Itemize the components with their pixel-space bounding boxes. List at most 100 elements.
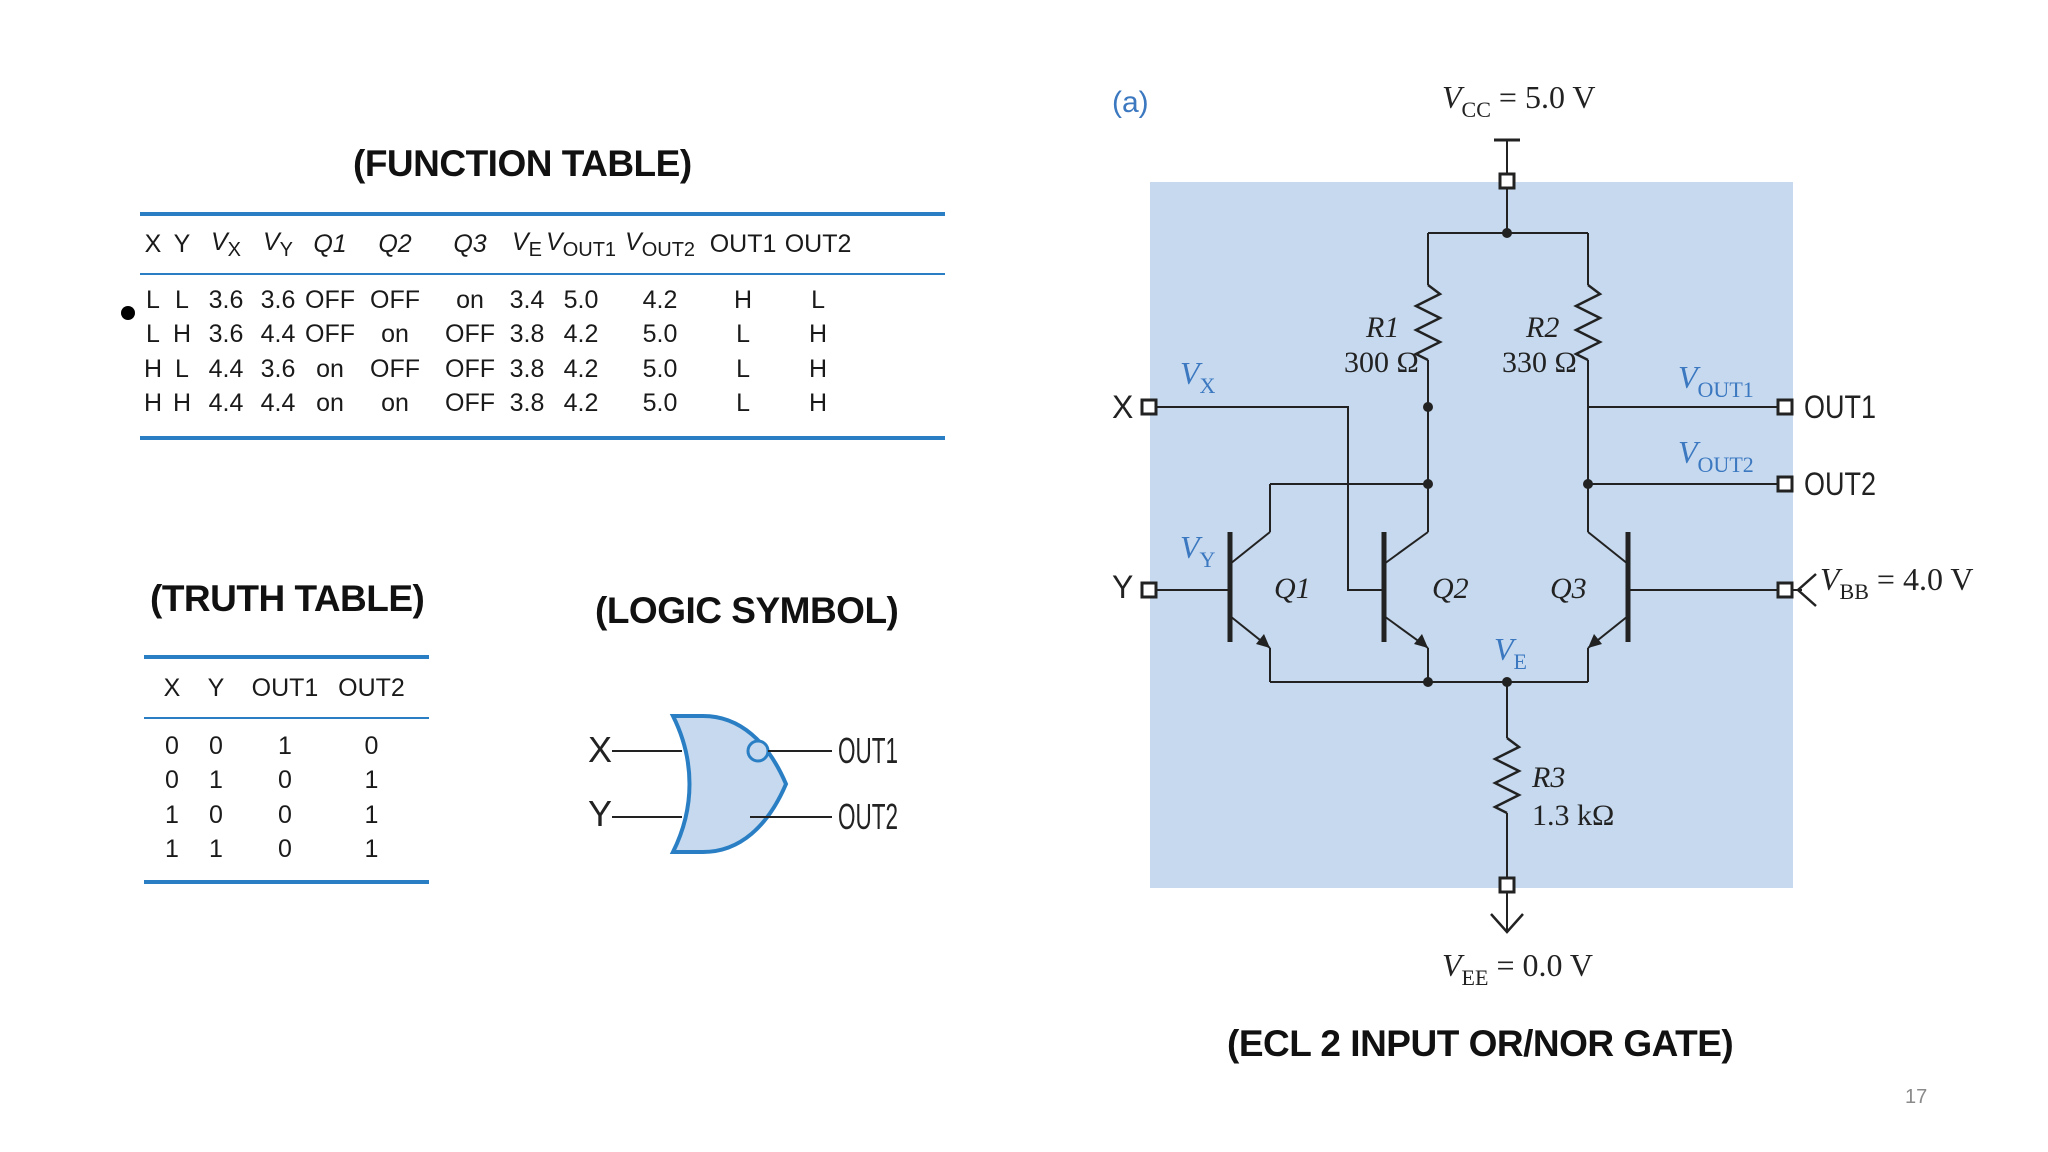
col-header-q1: Q1 [313, 230, 347, 258]
y-terminal-label: Y [1112, 569, 1133, 605]
table-cell: 5.0 [563, 285, 599, 314]
table-cell: L [736, 388, 750, 417]
table-cell: OFF [445, 320, 495, 348]
table-cell: H [172, 320, 192, 348]
ecl-schematic: (a) VCC = 5.0 V R1 300 Ω R2 330 Ω OUT1 V… [1112, 79, 1973, 990]
q2-transistor [1381, 484, 1429, 682]
r1-name: R1 [1365, 311, 1399, 344]
table-cell: 4.4 [208, 354, 244, 383]
col-header-vy: VY [262, 227, 294, 261]
junction-dot [1502, 228, 1512, 238]
table-cell: 5.0 [642, 388, 678, 417]
q3-label: Q3 [1550, 572, 1587, 605]
table-cell: L [175, 285, 189, 314]
table-cell: on [381, 320, 409, 348]
table-cell: 1 [165, 800, 179, 829]
table-cell: L [736, 320, 750, 348]
table-cell: 4.2 [642, 285, 678, 314]
logic-symbol-heading: (LOGIC SYMBOL) [595, 590, 899, 631]
table-cell: 4.2 [563, 320, 599, 348]
vee-arrow [1490, 913, 1524, 934]
out2-terminal [1776, 475, 1794, 493]
table-cell: 3.6 [260, 285, 296, 314]
table-cell: H [809, 320, 828, 348]
table-cell: 1 [209, 834, 223, 863]
r1-value: 300 Ω [1344, 346, 1419, 379]
table-cell: 3.6 [260, 354, 296, 383]
table-cell: 3.6 [208, 320, 244, 348]
col-header-q2: Q2 [378, 230, 412, 258]
table-header-rule [144, 717, 429, 719]
table-cell: H [172, 388, 192, 417]
vbb-label: VBB = 4.0 V [1820, 561, 1973, 604]
table-cell: 1 [364, 800, 379, 829]
x-terminal [1140, 398, 1158, 416]
table-cell: 1 [209, 766, 223, 794]
table-bottom-rule [144, 880, 429, 884]
y-terminal [1140, 581, 1158, 599]
function-table-heading: (FUNCTION TABLE) [353, 143, 692, 184]
table-cell: 0 [165, 766, 179, 794]
table-cell: 0 [278, 800, 292, 829]
x-input-wire [1156, 406, 1382, 591]
logic-output-1-label: OUT1 [838, 730, 898, 771]
x-terminal-label: X [1112, 389, 1133, 425]
table-cell: on [316, 354, 344, 383]
q1-transistor [1227, 517, 1271, 682]
vy-label: VY [1180, 529, 1216, 572]
table-cell: 0 [209, 800, 223, 829]
r2-name: R2 [1525, 311, 1559, 344]
table-cell: OFF [305, 285, 355, 314]
col-header-vout1: VOUT1 [546, 227, 617, 261]
vee-label: VEE = 0.0 V [1442, 947, 1593, 990]
schematic-panel [1150, 182, 1793, 888]
table-cell: H [809, 388, 828, 417]
r2-value: 330 Ω [1502, 346, 1577, 379]
q3-transistor [1587, 484, 1631, 682]
table-cell: L [736, 354, 750, 383]
table-cell: OFF [305, 320, 355, 348]
table-row: 1 0 0 1 [144, 798, 405, 832]
table-header-row: X Y OUT1 OUT2 [144, 661, 405, 715]
r1-resistor [1413, 284, 1443, 362]
out1-terminal [1776, 398, 1794, 416]
table-cell: 3.8 [509, 388, 545, 417]
table-cell: L [811, 285, 825, 314]
truth-table-heading: (TRUTH TABLE) [150, 578, 425, 619]
table-header-rule [140, 273, 945, 275]
vcc-label: VCC = 5.0 V [1442, 79, 1595, 122]
page-number: 17 [1905, 1086, 1928, 1108]
col-header-y: Y [173, 230, 191, 258]
gate-caption: (ECL 2 INPUT OR/NOR GATE) [1227, 1023, 1734, 1064]
table-cell: 0 [278, 834, 292, 863]
table-header-row: X Y VX VY Q1 Q2 Q3 VE VOUT1 VOUT2 OUT1 O… [140, 218, 854, 271]
vx-label: VX [1180, 355, 1216, 398]
table-cell: 1 [278, 731, 292, 760]
logic-input-y-label: Y [588, 793, 612, 834]
panel-label: (a) [1112, 86, 1149, 119]
table-cell: H [734, 285, 753, 314]
r3-resistor [1492, 737, 1522, 815]
table-cell: 4.4 [260, 388, 296, 417]
junction-dot [1423, 402, 1433, 412]
bullet-point [121, 306, 135, 320]
nor-bubble [746, 739, 770, 763]
table-cell: 4.2 [563, 388, 599, 417]
table-cell: L [146, 320, 160, 348]
table-cell: 4.4 [208, 388, 244, 417]
table-cell: 5.0 [642, 320, 678, 348]
table-cell: 3.6 [208, 285, 244, 314]
table-cell: OFF [445, 388, 495, 417]
table-top-rule [144, 655, 429, 659]
col-header-ve: VE [511, 227, 543, 261]
r2-resistor [1573, 284, 1603, 362]
table-cell: 1 [364, 834, 379, 863]
